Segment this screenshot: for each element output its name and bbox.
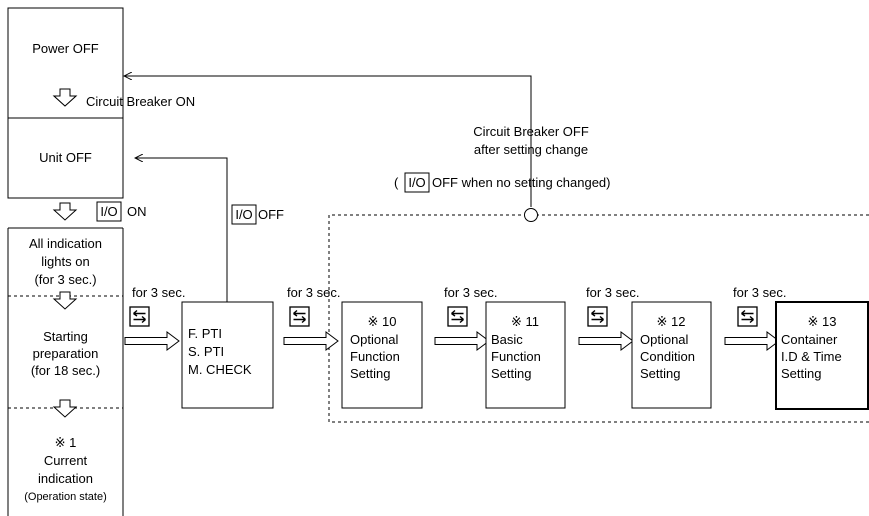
flow-arrow-4 bbox=[578, 331, 634, 351]
mode-13-line-3: Setting bbox=[781, 366, 821, 381]
starting-line-2: preparation bbox=[33, 346, 99, 361]
mode-10-line-1: Optional bbox=[350, 332, 399, 347]
power-off-label: Power OFF bbox=[32, 41, 99, 56]
current-line-2: Current bbox=[44, 453, 88, 468]
mode-11-line-2: Function bbox=[491, 349, 541, 364]
breaker-on-label: Circuit Breaker ON bbox=[86, 94, 195, 109]
mode-pti-line-1: F. PTI bbox=[188, 326, 222, 341]
mode-12-number: ※ 12 bbox=[657, 314, 686, 329]
io-key-icon bbox=[404, 172, 430, 193]
unit-off-box bbox=[7, 117, 124, 199]
mode-box-optional-condition bbox=[631, 301, 712, 409]
io-on-arrow bbox=[53, 202, 77, 221]
io-key-label: I/O bbox=[100, 204, 117, 219]
mode-10-number: ※ 10 bbox=[368, 314, 397, 329]
no-change-label: OFF when no setting changed) bbox=[432, 175, 611, 190]
flow-arrow-2 bbox=[283, 331, 339, 351]
hold-label-5: for 3 sec. bbox=[733, 285, 786, 300]
no-change-paren: ( bbox=[394, 175, 399, 190]
mode-12-line-3: Setting bbox=[640, 366, 680, 381]
mode-box-pti bbox=[181, 301, 274, 409]
mode-12-line-1: Optional bbox=[640, 332, 689, 347]
exchange-arrows-icon bbox=[129, 306, 150, 327]
starting-line-3: (for 18 sec.) bbox=[31, 363, 100, 378]
current-line-3: indication bbox=[38, 471, 93, 486]
mode-13-line-2: I.D & Time bbox=[781, 349, 842, 364]
all-lights-line-2: lights on bbox=[41, 254, 89, 269]
mode-10-line-3: Setting bbox=[350, 366, 390, 381]
junction-node bbox=[524, 208, 538, 222]
mode-box-basic-function bbox=[485, 301, 566, 409]
breaker-off-line-1: Circuit Breaker OFF bbox=[473, 124, 589, 139]
mode-10-line-2: Function bbox=[350, 349, 400, 364]
mode-box-container-id bbox=[775, 301, 869, 410]
breaker-off-line-2: after setting change bbox=[474, 142, 588, 157]
exchange-arrows-icon bbox=[737, 306, 758, 327]
all-lights-line-3: (for 3 sec.) bbox=[34, 272, 96, 287]
mode-13-number: ※ 13 bbox=[808, 314, 837, 329]
mode-12-line-2: Condition bbox=[640, 349, 695, 364]
flow-arrow-5 bbox=[724, 331, 780, 351]
io-off-return-line bbox=[135, 158, 228, 302]
breaker-off-return-line bbox=[124, 76, 532, 207]
mode-11-line-1: Basic bbox=[491, 332, 523, 347]
lights-to-starting-arrow bbox=[53, 291, 77, 310]
starting-line-1: Starting bbox=[43, 329, 88, 344]
io-key-icon bbox=[96, 201, 122, 222]
flow-arrow-3 bbox=[434, 331, 490, 351]
flow-arrow-1 bbox=[124, 331, 180, 351]
settings-group-outline bbox=[328, 214, 869, 423]
mode-pti-line-3: M. CHECK bbox=[188, 362, 252, 377]
io-off-label: OFF bbox=[258, 207, 284, 222]
mode-11-line-3: Setting bbox=[491, 366, 531, 381]
starting-to-current-arrow bbox=[53, 399, 77, 418]
io-key-label: I/O bbox=[408, 175, 425, 190]
mode-box-optional-function bbox=[341, 301, 423, 409]
hold-label-3: for 3 sec. bbox=[444, 285, 497, 300]
hold-label-4: for 3 sec. bbox=[586, 285, 639, 300]
all-lights-line-1: All indication bbox=[29, 236, 102, 251]
hold-label-1: for 3 sec. bbox=[132, 285, 185, 300]
io-key-label: I/O bbox=[235, 207, 252, 222]
current-line-4: (Operation state) bbox=[24, 491, 107, 503]
mode-pti-line-2: S. PTI bbox=[188, 344, 224, 359]
hold-label-2: for 3 sec. bbox=[287, 285, 340, 300]
exchange-arrows-icon bbox=[289, 306, 310, 327]
exchange-arrows-icon bbox=[447, 306, 468, 327]
current-line-1: ※ 1 bbox=[55, 435, 77, 450]
unit-off-label: Unit OFF bbox=[39, 150, 92, 165]
io-on-label: ON bbox=[127, 204, 147, 219]
io-key-icon bbox=[231, 204, 257, 225]
exchange-arrows-icon bbox=[587, 306, 608, 327]
mode-13-line-1: Container bbox=[781, 332, 838, 347]
mode-11-number: ※ 11 bbox=[511, 314, 539, 329]
